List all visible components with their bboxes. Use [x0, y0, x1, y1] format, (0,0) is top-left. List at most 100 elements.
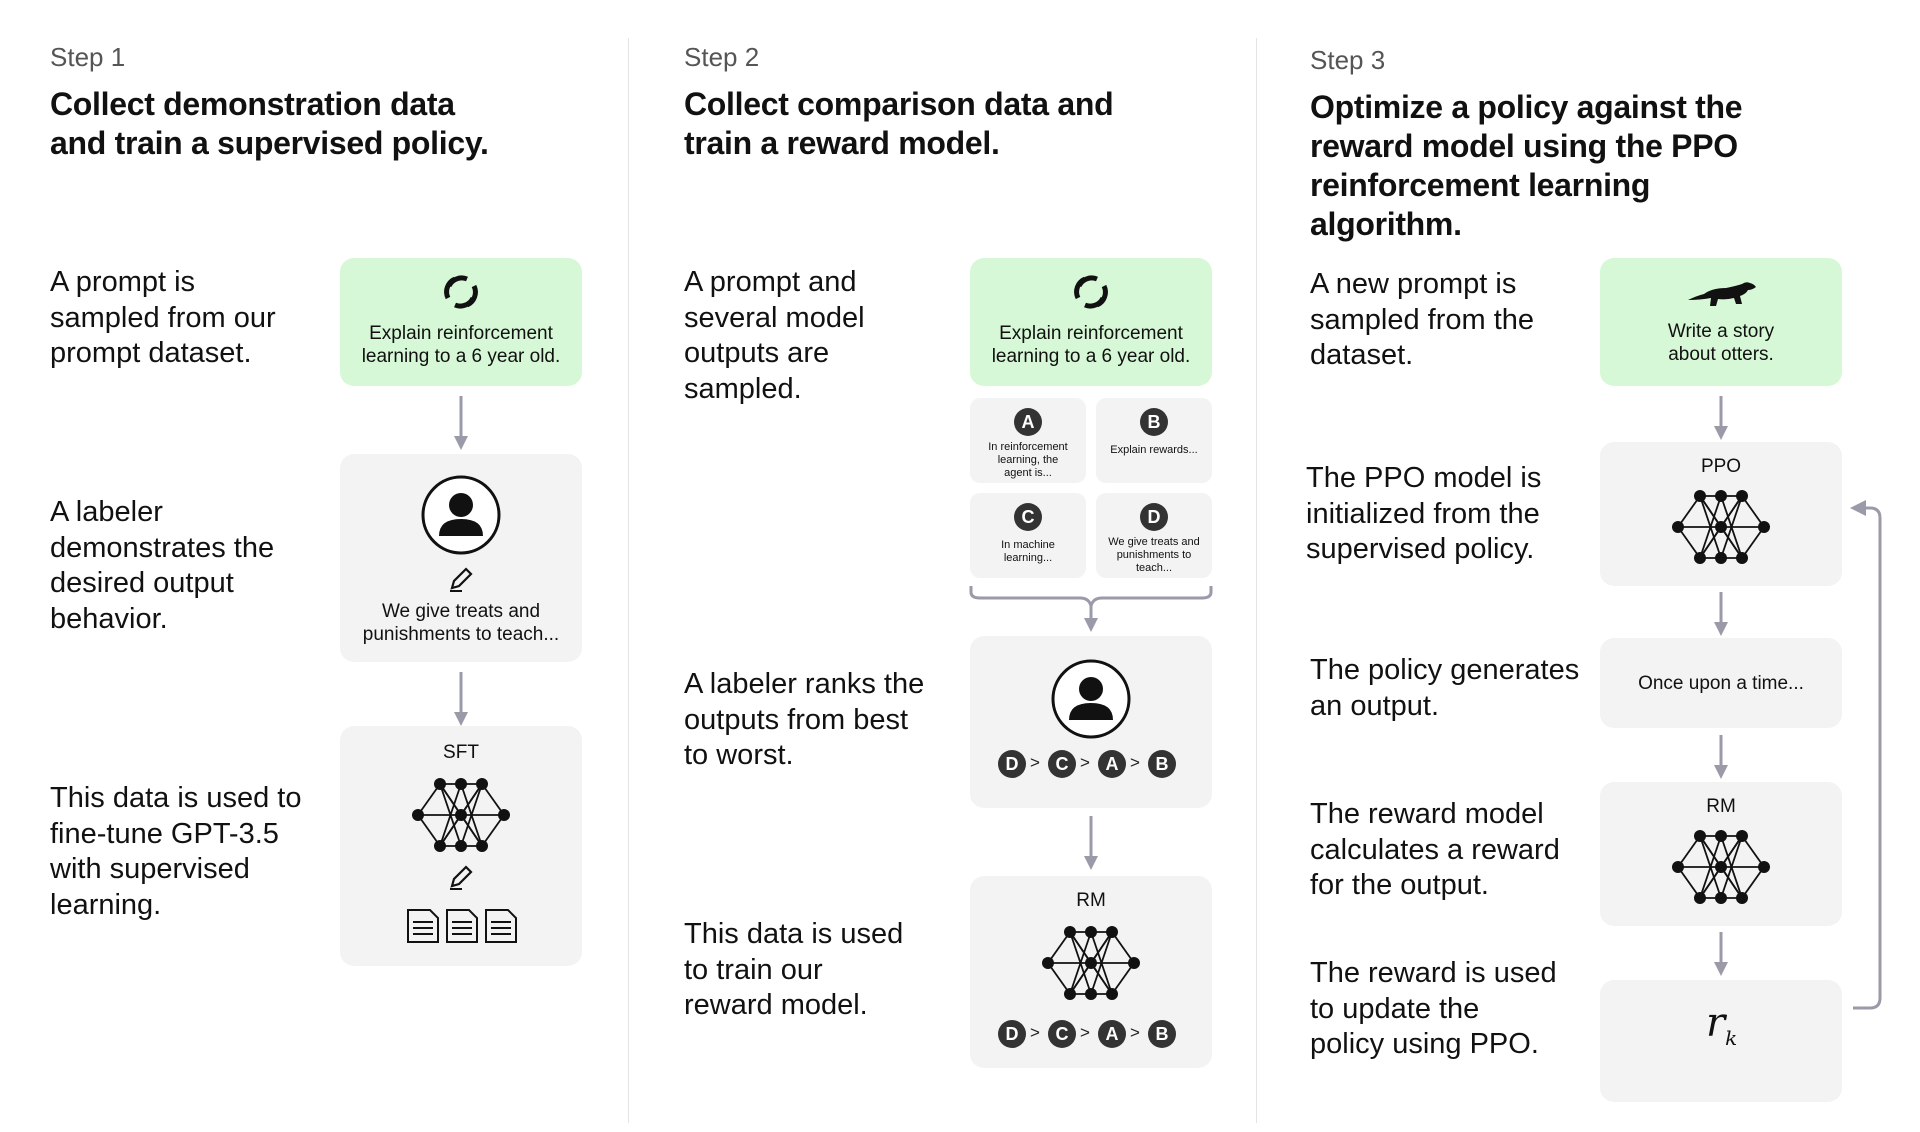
neuron-node: [1085, 926, 1097, 938]
step1-sft-box: SFT: [340, 726, 582, 966]
bracket-arrow-icon: [969, 586, 1213, 632]
neuron-node: [1736, 892, 1748, 904]
neuron-node: [434, 840, 446, 852]
reward-subscript: k: [1725, 1026, 1738, 1050]
neuron-node: [455, 840, 467, 852]
neuron-node: [1736, 552, 1748, 564]
neural-network-icon: [412, 778, 510, 852]
rm-label: RM: [1076, 890, 1106, 911]
rank-gt-2: >: [1080, 753, 1090, 772]
output-text-c: In machine learning...: [1001, 539, 1055, 564]
rank-gt-3: >: [1130, 753, 1140, 772]
step1-demo-text: We give treats and punishments to teach.…: [362, 601, 560, 645]
neuron-node: [1715, 830, 1727, 842]
neuron-node: [1736, 490, 1748, 502]
neuron-node: [1736, 830, 1748, 842]
rank-badge-2: C: [1048, 750, 1076, 778]
neuron-node: [1758, 861, 1770, 873]
neuron-node: [1042, 957, 1054, 969]
rank-gt-3: >: [1130, 1023, 1140, 1042]
step2-rm-box: RM D > C > A > B: [970, 876, 1212, 1068]
step2-prompt-box: Explain reinforcement learning to a 6 ye…: [970, 258, 1212, 386]
neuron-node: [1085, 957, 1097, 969]
arrow-down-icon: [1084, 816, 1098, 870]
output-badge-b: B: [1140, 408, 1168, 436]
neuron-node: [1694, 552, 1706, 564]
output-text-a: In reinforcement learning, the agent is.…: [988, 441, 1068, 479]
arrow-down-icon: [1714, 735, 1728, 779]
neural-network-icon: [1672, 830, 1770, 904]
output-badge-a: A: [1014, 408, 1042, 436]
arrow-down-icon: [1714, 932, 1728, 976]
neuron-node: [1715, 521, 1727, 533]
step3-output-box: Once upon a time...: [1600, 638, 1842, 728]
rank-badge-2: C: [1048, 1020, 1076, 1048]
step3-prompt-text: Write a story about otters.: [1667, 321, 1775, 365]
neuron-node: [434, 778, 446, 790]
step1-prompt-text: Explain reinforcement learning to a 6 ye…: [361, 323, 561, 367]
step3-desc-policy: The policy generates an output.: [1310, 654, 1580, 722]
output-card-b: B Explain rewards...: [1096, 398, 1212, 483]
rank-badge-3: A: [1098, 750, 1126, 778]
neuron-node: [1715, 490, 1727, 502]
pencil-icon: [450, 567, 473, 592]
neuron-node: [476, 840, 488, 852]
neuron-node: [1128, 957, 1140, 969]
neural-network-icon: [1042, 926, 1140, 1000]
arrow-down-icon: [1714, 396, 1728, 440]
cycle-icon: [1074, 275, 1108, 309]
reward-r: r: [1706, 1000, 1726, 1046]
step3-ppo-box: PPO: [1600, 442, 1842, 586]
ppo-label: PPO: [1700, 456, 1742, 477]
sft-label: SFT: [443, 742, 479, 763]
neuron-node: [1715, 861, 1727, 873]
output-badge-c: C: [1014, 503, 1042, 531]
neuron-node: [1694, 490, 1706, 502]
rank-badge-4: B: [1148, 1020, 1176, 1048]
neuron-node: [455, 809, 467, 821]
step1-desc-labeler: A labeler demonstrates the desired outpu…: [50, 496, 275, 635]
rank-badge-1: D: [998, 1020, 1026, 1048]
neuron-node: [1085, 988, 1097, 1000]
step2-title: Collect comparison data and train a rewa…: [684, 86, 1114, 161]
rm-label: RM: [1706, 796, 1736, 817]
step3-reward-box: rk: [1600, 980, 1842, 1102]
step1-title: Collect demonstration data and train a s…: [50, 86, 489, 161]
arrow-down-icon: [454, 396, 468, 450]
output-text-d: We give treats and punishments to teach.…: [1108, 536, 1200, 574]
neuron-node: [1106, 926, 1118, 938]
step3-desc-update: The reward is used to update the policy …: [1310, 957, 1557, 1060]
neuron-node: [1758, 521, 1770, 533]
neuron-node: [1715, 892, 1727, 904]
step2-desc-rank: A labeler ranks the outputs from best to…: [684, 668, 925, 771]
arrow-down-icon: [1714, 592, 1728, 636]
output-text-b: Explain rewards...: [1110, 444, 1198, 456]
step2-prompt-text: Explain reinforcement learning to a 6 ye…: [991, 323, 1191, 367]
neuron-node: [455, 778, 467, 790]
person-icon: [1051, 659, 1131, 739]
step1-label: Step 1: [50, 42, 126, 72]
rank-gt-2: >: [1080, 1023, 1090, 1042]
person-icon: [421, 475, 501, 555]
pencil-icon: [450, 865, 473, 890]
neuron-node: [412, 809, 424, 821]
rank-badge-4: B: [1148, 750, 1176, 778]
step2-labeler-box: D > C > A > B: [970, 636, 1212, 808]
cycle-icon: [444, 275, 478, 309]
neuron-node: [476, 778, 488, 790]
neuron-node: [1064, 988, 1076, 1000]
rank-badge-3: A: [1098, 1020, 1126, 1048]
step2-label: Step 2: [684, 42, 760, 72]
step3-output-text: Once upon a time...: [1638, 673, 1804, 694]
neuron-node: [1672, 521, 1684, 533]
step3-label: Step 3: [1310, 45, 1386, 75]
document-icon: [407, 909, 517, 943]
neuron-node: [1694, 892, 1706, 904]
rank-gt-1: >: [1030, 1023, 1040, 1042]
step3-desc-ppo: The PPO model is initialized from the su…: [1306, 462, 1542, 565]
reward-symbol: rk: [1706, 1000, 1737, 1050]
output-card-d: D We give treats and punishments to teac…: [1096, 493, 1212, 578]
ranking-row: D > C > A > B: [998, 750, 1188, 780]
step1-desc-data: This data is used to fine-tune GPT-3.5 w…: [50, 782, 302, 921]
rank-gt-1: >: [1030, 753, 1040, 772]
